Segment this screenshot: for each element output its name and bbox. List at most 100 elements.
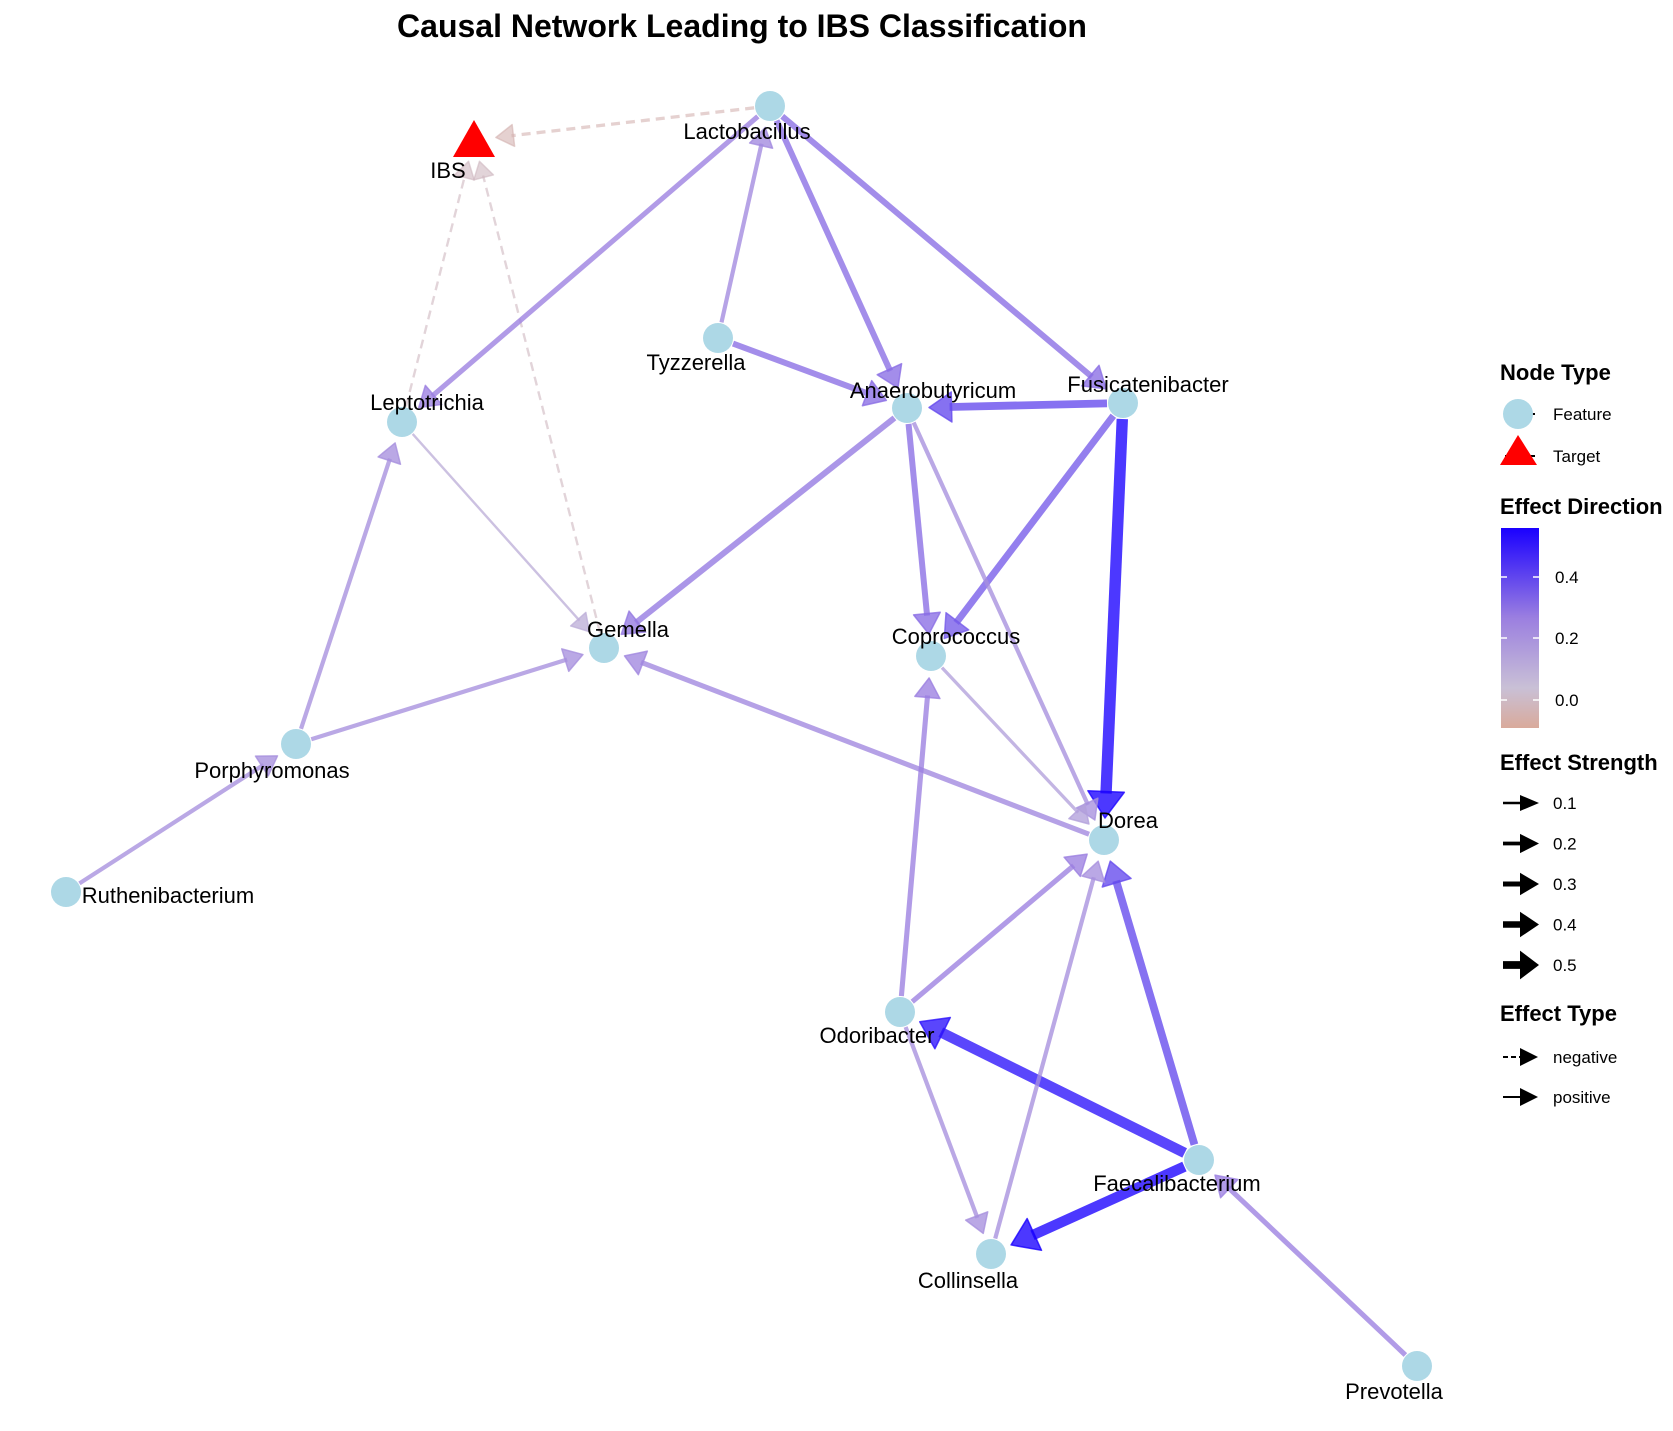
edge-ruthenibacterium-to-porphyromonas xyxy=(78,755,279,886)
legend-strength-label: 0.5 xyxy=(1553,956,1577,975)
legend-strength-label: 0.4 xyxy=(1553,916,1577,935)
legend-direction-tick-2: 0.0 xyxy=(1555,691,1579,710)
node-label-porphyromonas: Porphyromonas xyxy=(194,758,349,783)
edge-line xyxy=(773,119,893,373)
edge-porphyromonas-to-gemella xyxy=(310,648,584,742)
legend-color-bar xyxy=(1501,528,1539,728)
edge-anaerobutyricum-to-coprococcus xyxy=(905,423,941,635)
labels-layer: IBSLactobacillusTyzzerellaAnaerobutyricu… xyxy=(82,119,1444,1404)
node-collinsella xyxy=(976,1239,1006,1269)
edge-line xyxy=(898,695,931,997)
legend-node-type: Node Type Feature Target xyxy=(1500,360,1612,466)
edge-line xyxy=(640,659,1090,837)
node-label-lactobacillus: Lactobacillus xyxy=(683,119,810,144)
legend-positive-arrow-icon xyxy=(1520,1088,1538,1106)
edge-porphyromonas-to-leptotrichia xyxy=(299,442,402,730)
node-coprococcus xyxy=(916,641,946,671)
edge-line xyxy=(731,340,870,397)
edge-arrowhead xyxy=(569,611,591,633)
node-leptotrichia xyxy=(387,407,417,437)
legend-negative-arrow-icon xyxy=(1520,1048,1538,1066)
legend-strength-label: 0.3 xyxy=(1553,875,1577,894)
edge-arrowhead xyxy=(417,384,443,409)
edge-line xyxy=(411,433,581,622)
edge-coprococcus-to-dorea xyxy=(940,666,1090,825)
edge-arrowhead xyxy=(623,650,649,676)
edge-collinsella-to-dorea xyxy=(993,860,1106,1240)
edge-leptotrichia-to-ibs xyxy=(404,160,476,407)
node-gemella xyxy=(589,633,619,663)
node-label-prevotella: Prevotella xyxy=(1345,1379,1444,1404)
legend-effect-strength-title: Effect Strength xyxy=(1500,750,1658,775)
edge-leptotrichia-to-gemella xyxy=(411,433,591,633)
edge-line xyxy=(940,666,1080,814)
edge-arrowhead xyxy=(964,1211,989,1235)
edge-line xyxy=(903,1026,980,1219)
edge-arrowhead xyxy=(377,442,402,466)
legend-strength-arrow-icon xyxy=(1520,872,1539,896)
edge-odoribacter-to-coprococcus xyxy=(898,677,941,997)
edge-line xyxy=(993,876,1096,1240)
legend-strength-label: 0.2 xyxy=(1553,835,1577,854)
edge-arrowhead xyxy=(1068,802,1090,825)
edge-line xyxy=(953,413,1117,625)
legend-effect-type-title: Effect Type xyxy=(1500,1001,1617,1026)
node-ruthenibacterium xyxy=(51,877,81,907)
edge-arrowhead xyxy=(1081,860,1106,884)
edge-line xyxy=(780,114,1094,380)
legend-strength-item: 0.2 xyxy=(1503,833,1577,854)
node-label-leptotrichia: Leptotrichia xyxy=(370,390,485,415)
edge-arrowhead xyxy=(495,123,516,148)
node-faecalibacterium xyxy=(1184,1145,1214,1175)
legend-negative-label: negative xyxy=(1553,1048,1617,1067)
edge-arrowhead xyxy=(254,755,279,777)
edge-line xyxy=(511,106,755,138)
edge-tyzzerella-to-lactobacillus xyxy=(719,126,774,323)
legend-strength-item: 0.1 xyxy=(1503,794,1577,813)
legend-target-triangle-icon xyxy=(1500,435,1537,465)
edge-line xyxy=(719,143,764,323)
edge-faecalibacterium-to-collinsella xyxy=(1010,1161,1187,1252)
edge-line xyxy=(911,421,1090,806)
edge-line xyxy=(310,657,568,742)
legend-feature-label: Feature xyxy=(1553,405,1612,424)
edge-line xyxy=(938,1027,1187,1158)
legend-strength-arrow-icon xyxy=(1520,911,1539,938)
legend-strength-item: 0.3 xyxy=(1503,872,1577,896)
node-label-fusicatenibacter: Fusicatenibacter xyxy=(1067,372,1228,397)
edge-arrowhead xyxy=(912,611,941,635)
nodes-layer xyxy=(51,91,1432,1381)
node-fusicatenibacter xyxy=(1108,388,1138,418)
edge-line xyxy=(633,415,897,626)
edge-dorea-to-gemella xyxy=(623,650,1090,837)
node-label-coprococcus: Coprococcus xyxy=(892,624,1020,649)
node-anaerobutyricum xyxy=(892,393,922,423)
node-dorea xyxy=(1089,825,1119,855)
chart-title: Causal Network Leading to IBS Classifica… xyxy=(397,8,1087,44)
edge-arrowhead xyxy=(861,379,888,407)
node-label-gemella: Gemella xyxy=(587,617,670,642)
edge-arrowhead xyxy=(943,611,970,640)
edge-fusicatenibacter-to-dorea xyxy=(1087,418,1128,819)
edge-gemella-to-ibs xyxy=(472,160,602,633)
node-porphyromonas xyxy=(281,729,311,759)
edge-fusicatenibacter-to-anaerobutyricum xyxy=(928,391,1108,423)
edge-line xyxy=(905,423,931,616)
node-label-ruthenibacterium: Ruthenibacterium xyxy=(82,883,254,908)
edge-line xyxy=(78,763,265,886)
edge-arrowhead xyxy=(928,391,953,423)
edge-anaerobutyricum-to-gemella xyxy=(620,415,897,636)
edge-faecalibacterium-to-dorea xyxy=(1101,860,1199,1146)
legend-target-label: Target xyxy=(1553,447,1601,466)
legend-strength-items: 0.1 0.2 0.3 0.4 0.5 xyxy=(1503,794,1577,980)
edge-arrowhead xyxy=(472,160,495,181)
edge-line xyxy=(1112,879,1199,1146)
legend-strength-arrow-icon xyxy=(1520,950,1539,980)
edge-anaerobutyricum-to-dorea xyxy=(911,421,1099,821)
edge-lactobacillus-to-leptotrichia xyxy=(417,114,760,409)
edge-fusicatenibacter-to-coprococcus xyxy=(943,413,1117,640)
legend-positive-label: positive xyxy=(1553,1088,1611,1107)
edge-odoribacter-to-collinsella xyxy=(903,1026,989,1235)
edge-arrowhead xyxy=(620,610,647,636)
edge-line xyxy=(299,458,392,730)
